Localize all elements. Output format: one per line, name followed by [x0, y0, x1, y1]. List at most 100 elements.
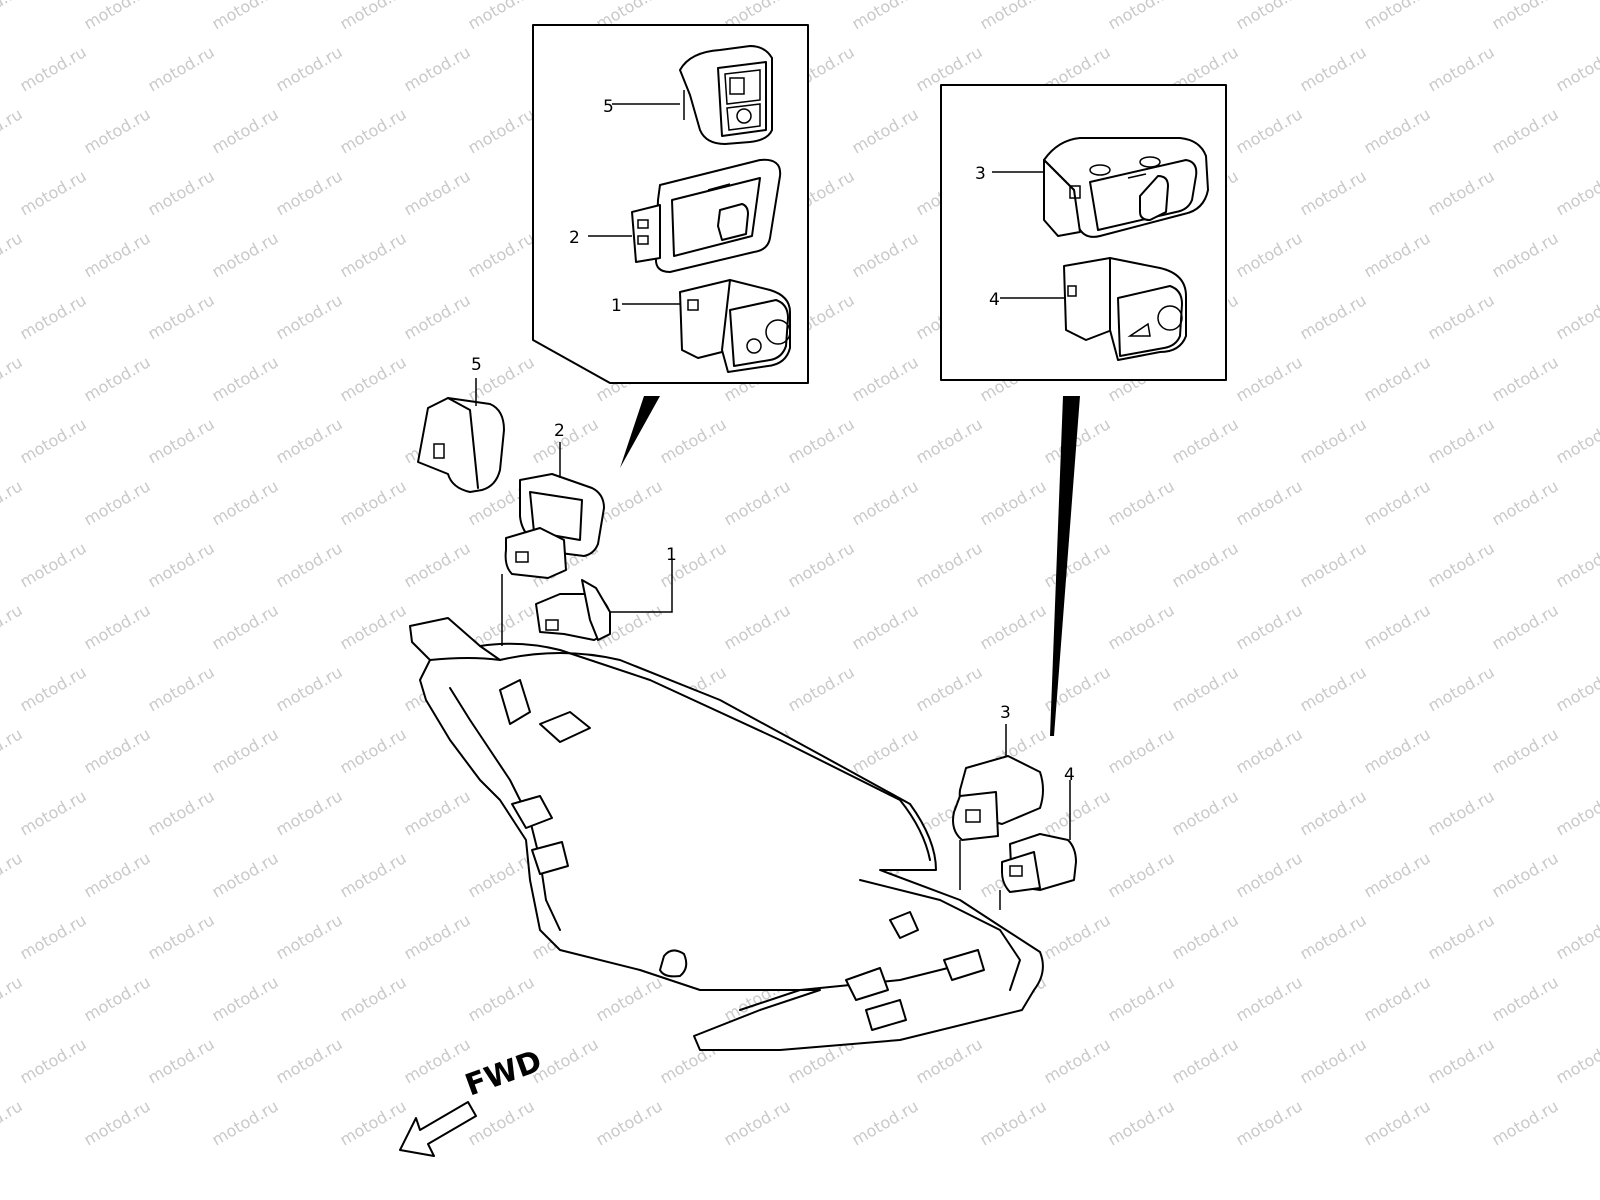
watermark-text: motod.ru: [721, 476, 794, 529]
callout-labels: 5 2 1 3 4 5 2 1 3 4: [471, 97, 1075, 785]
watermark-text: motod.ru: [785, 538, 858, 591]
watermark-text: motod.ru: [81, 600, 154, 653]
switch-part-2-detail: [631, 158, 782, 273]
watermark-text: motod.ru: [401, 42, 474, 95]
watermark-text: motod.ru: [1233, 104, 1306, 157]
watermark-text: motod.ru: [273, 414, 346, 467]
switch-part-5-detail: [679, 45, 773, 145]
watermark-text: motod.ru: [145, 42, 218, 95]
callout-1: 1: [666, 545, 677, 565]
watermark-text: motod.ru: [17, 538, 90, 591]
watermark-text: motod.ru: [1105, 600, 1178, 653]
callout-1-detail: 1: [611, 296, 622, 316]
watermark-text: motod.ru: [209, 0, 282, 33]
watermark-text: motod.ru: [1553, 414, 1600, 467]
watermark-text: motod.ru: [465, 972, 538, 1025]
watermark-text: motod.ru: [273, 1034, 346, 1087]
switch-part-5: [417, 397, 505, 493]
watermark-text: motod.ru: [1297, 414, 1370, 467]
watermark-text: motod.ru: [785, 414, 858, 467]
watermark-text: motod.ru: [1553, 910, 1600, 963]
watermark-text: motod.ru: [209, 724, 282, 777]
watermark-text: motod.ru: [849, 600, 922, 653]
watermark-text: motod.ru: [1489, 352, 1562, 405]
watermark-text: motod.ru: [337, 104, 410, 157]
watermark-text: motod.ru: [1425, 786, 1498, 839]
switch-part-3-detail: [1043, 137, 1209, 238]
watermark-text: motod.ru: [849, 724, 922, 777]
watermark-text: motod.ru: [1361, 0, 1434, 33]
watermark-text: motod.ru: [1489, 972, 1562, 1025]
switch-part-4: [1001, 833, 1077, 893]
watermark-text: motod.ru: [145, 414, 218, 467]
watermark-text: motod.ru: [1297, 42, 1370, 95]
detail-box-right: [940, 84, 1227, 736]
watermark-text: motod.ru: [1425, 538, 1498, 591]
watermark-text: motod.ru: [1489, 0, 1562, 33]
watermark-text: motod.ru: [849, 104, 922, 157]
watermark-text: motod.ru: [1425, 42, 1498, 95]
watermark-text: motod.ru: [145, 166, 218, 219]
watermark-text: motod.ru: [721, 600, 794, 653]
watermark-text: motod.ru: [1361, 848, 1434, 901]
pointer-arrow-left: [620, 396, 660, 468]
watermark-text: motod.ru: [1297, 662, 1370, 715]
watermark-text: motod.ru: [1233, 724, 1306, 777]
watermark-text: motod.ru: [1169, 1034, 1242, 1087]
hazard-triangle-icon: [1127, 322, 1151, 337]
watermark-text: motod.ru: [145, 786, 218, 839]
watermark-text: motod.ru: [337, 228, 410, 281]
watermark-text: motod.ru: [1361, 1096, 1434, 1149]
watermark-text: motod.ru: [849, 352, 922, 405]
watermark-text: motod.ru: [17, 414, 90, 467]
switch-part-1-detail: [679, 279, 791, 373]
watermark-text: motod.ru: [401, 166, 474, 219]
leader-lines: [475, 103, 1071, 910]
watermark-text: motod.ru: [401, 1034, 474, 1087]
watermark-text: motod.ru: [337, 0, 410, 33]
watermark-text: motod.ru: [465, 104, 538, 157]
watermark-text: motod.ru: [81, 352, 154, 405]
watermark-text: motod.ru: [1233, 476, 1306, 529]
watermark-text: motod.ru: [913, 1034, 986, 1087]
watermark-text: motod.ru: [401, 786, 474, 839]
watermark-text: motod.ru: [0, 1096, 26, 1149]
watermark-text: motod.ru: [0, 600, 26, 653]
callout-2: 2: [554, 421, 565, 441]
watermark-text: motod.ru: [1105, 0, 1178, 33]
handlebar-housing: [409, 617, 1044, 1051]
watermark-text: motod.ru: [785, 662, 858, 715]
watermark-text: motod.ru: [273, 662, 346, 715]
watermark-text: motod.ru: [849, 1096, 922, 1149]
watermark-text: motod.ru: [17, 786, 90, 839]
watermark-text: motod.ru: [81, 848, 154, 901]
watermark-text: motod.ru: [209, 600, 282, 653]
watermark-text: motod.ru: [0, 476, 26, 529]
watermark-text: motod.ru: [17, 662, 90, 715]
watermark-text: motod.ru: [17, 910, 90, 963]
watermark-text: motod.ru: [1425, 1034, 1498, 1087]
watermark-text: motod.ru: [1489, 724, 1562, 777]
watermark-text: motod.ru: [1041, 786, 1114, 839]
watermark-text: motod.ru: [145, 662, 218, 715]
watermark-text: motod.ru: [657, 414, 730, 467]
watermark-text: motod.ru: [273, 42, 346, 95]
watermark-text: motod.ru: [1425, 910, 1498, 963]
watermark-text: motod.ru: [529, 414, 602, 467]
watermark-text: motod.ru: [1553, 166, 1600, 219]
watermark-text: motod.ru: [1361, 476, 1434, 529]
callout-3: 3: [1000, 703, 1011, 723]
watermark-text: motod.ru: [401, 538, 474, 591]
watermark-text: motod.ru: [1041, 1034, 1114, 1087]
watermark-text: motod.ru: [1105, 972, 1178, 1025]
switch-part-3: [952, 755, 1044, 841]
watermark-text: motod.ru: [1553, 662, 1600, 715]
watermark-text: motod.ru: [0, 724, 26, 777]
watermark-text: motod.ru: [81, 476, 154, 529]
watermark-text: motod.ru: [849, 476, 922, 529]
watermark-text: motod.ru: [1233, 228, 1306, 281]
watermark-text: motod.ru: [913, 414, 986, 467]
callout-2-detail: 2: [569, 228, 580, 248]
watermark-text: motod.ru: [913, 538, 986, 591]
